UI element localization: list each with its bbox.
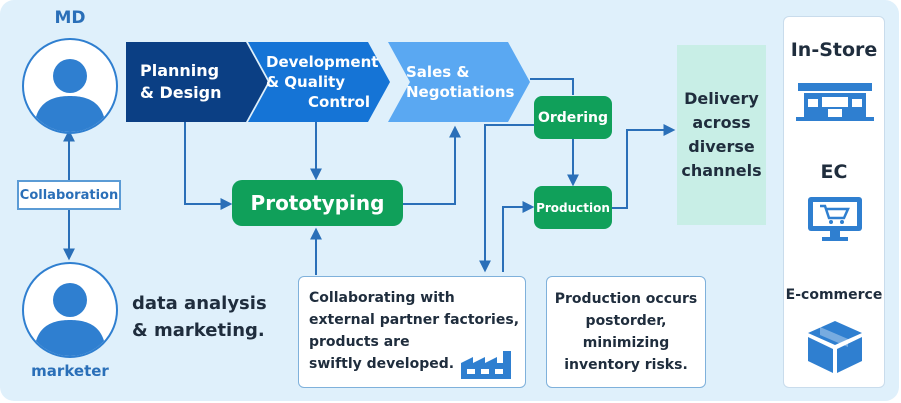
package-icon [808, 321, 862, 373]
partners-note-line: external partner factories, [309, 312, 520, 328]
ecommerce-label: E-commerce [785, 287, 883, 303]
postorder-note-line: Production occurs [554, 291, 698, 307]
development-step-line: & Quality [266, 73, 346, 91]
postorder-note-line: inventory risks. [564, 357, 688, 373]
monitor-cart-icon [808, 197, 862, 241]
delivery-line: diverse [688, 137, 755, 156]
ordering-box: Ordering [534, 96, 612, 139]
partners-note-line: products are [309, 334, 410, 350]
arrow-production-to-delivery [612, 124, 676, 209]
sales-step-line: Sales & [406, 63, 470, 81]
delivery-line: Delivery [684, 89, 759, 108]
arrow-sales-to-ordering [530, 78, 574, 95]
delivery-line: channels [681, 161, 762, 180]
marketer-description-line: & marketing. [132, 320, 265, 341]
development-step-line: Control [308, 93, 371, 111]
planning-chevron [126, 42, 268, 122]
ec-label: EC [820, 161, 848, 183]
planning-step-line: & Design [140, 83, 222, 102]
marketer-avatar-icon [22, 262, 118, 358]
md-label: MD [54, 8, 86, 28]
instore-label: In-Store [790, 39, 878, 61]
marketer-label: marketer [31, 362, 109, 380]
development-step: Development & Quality Control [266, 52, 378, 112]
store-icon [796, 83, 874, 121]
partners-note-line: swiftly developed. [309, 356, 455, 372]
sales-step-line: Negotiations [406, 83, 515, 101]
sales-chevron [388, 42, 530, 122]
marketer-description-line: data analysis [132, 293, 267, 314]
partners-note-line: Collaborating with [309, 290, 455, 306]
development-step-line: Development [266, 53, 379, 71]
arrow-planning-to-prototyping [184, 122, 233, 210]
arrow-prototyping-to-sales [403, 125, 461, 205]
partners-note: Collaborating with external partner fact… [298, 276, 526, 388]
postorder-note-line: minimizing [582, 335, 670, 351]
sales-step: Sales & Negotiations [406, 62, 514, 102]
development-chevron [248, 42, 390, 122]
planning-step-line: Planning [140, 61, 220, 80]
channels-panel: In-Store EC E-commerce [783, 16, 885, 388]
postorder-note-line: postorder, [585, 313, 667, 329]
marketer-description: data analysis & marketing. [132, 290, 267, 344]
delivery-line: across [692, 113, 751, 132]
md-avatar-icon [22, 38, 118, 134]
delivery-box: Delivery across diverse channels [677, 45, 766, 225]
factory-icon [461, 351, 511, 379]
prototyping-box: Prototyping [232, 180, 403, 226]
arrow-partners-to-production [502, 201, 535, 272]
planning-step: Planning & Design [140, 60, 222, 104]
collaboration-label: Collaboration [17, 180, 121, 210]
arrow-ordering-to-partners [479, 124, 534, 273]
production-box: Production [534, 186, 612, 229]
postorder-note: Production occurs postorder, minimizing … [546, 276, 706, 388]
